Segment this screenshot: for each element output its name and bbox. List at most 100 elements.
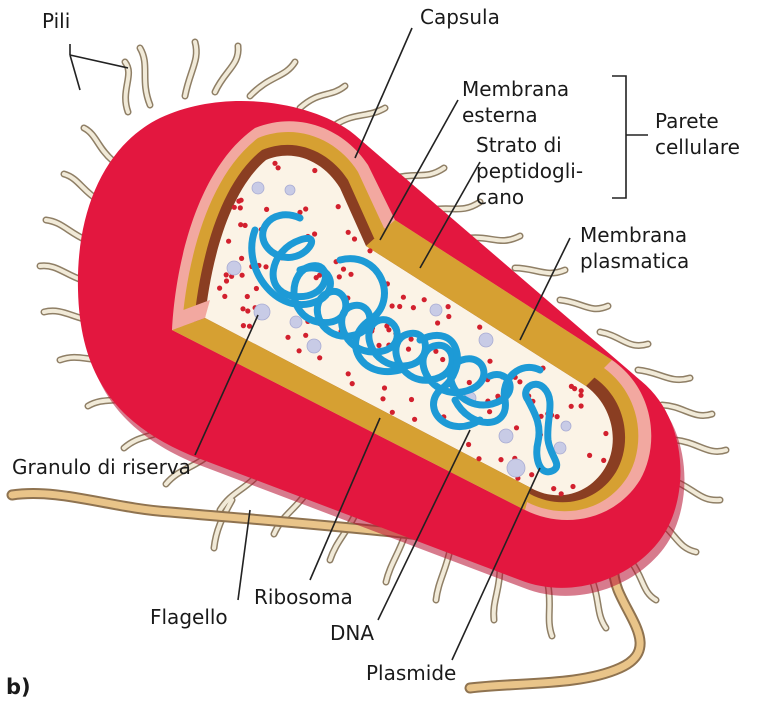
ribosome-dot: [303, 333, 308, 338]
ribosome-dot: [243, 223, 248, 228]
ribosome-dot: [376, 343, 381, 348]
ribosome-dot: [346, 230, 351, 235]
ribosome-dot: [559, 491, 564, 496]
granule: [285, 185, 295, 195]
ribosome-dot: [411, 305, 416, 310]
ribosome-dot: [422, 297, 427, 302]
ribosome-dot: [397, 304, 402, 309]
granule: [554, 442, 566, 454]
label-membrana-esterna-1: Membrana: [462, 77, 569, 101]
ribosome-dot: [390, 303, 395, 308]
pilus: [300, 86, 345, 108]
ribosome-dot: [276, 165, 281, 170]
label-parete-2: cellulare: [655, 135, 740, 159]
label-strato-1: Strato di: [476, 133, 562, 157]
ribosome-dot: [254, 286, 259, 291]
ribosome-dot: [222, 294, 227, 299]
ribosome-dot: [346, 371, 351, 376]
label-strato-2: peptidogli-: [476, 159, 583, 183]
pilus: [185, 42, 196, 96]
ribosome-dot: [487, 359, 492, 364]
ribosome-dot: [579, 403, 584, 408]
ribosome-dot: [587, 453, 592, 458]
leader-pili-2: [70, 55, 128, 68]
pilus: [84, 128, 112, 160]
ribosome-dot: [317, 355, 322, 360]
ribosome-dot: [569, 404, 574, 409]
leader-capsula: [355, 28, 412, 158]
label-pili: Pili: [42, 9, 70, 33]
granule: [307, 339, 321, 353]
leader-pili-1: [70, 55, 80, 90]
ribosome-dot: [466, 442, 471, 447]
ribosome-dot: [263, 264, 268, 269]
ribosome-dot: [241, 323, 246, 328]
ribosome-dot: [412, 417, 417, 422]
ribosome-dot: [603, 431, 608, 436]
ribosome-dot: [337, 274, 342, 279]
ribosome-dot: [240, 306, 245, 311]
panel-label: b): [6, 675, 31, 699]
label-plasmatica-2: plasmatica: [580, 249, 689, 273]
ribosome-dot: [435, 320, 440, 325]
ribosome-dot: [467, 380, 472, 385]
ribosome-dot: [498, 457, 503, 462]
ribosome-dot: [406, 347, 411, 352]
ribosome-dot: [312, 231, 317, 236]
ribosome-dot: [238, 205, 243, 210]
ribosome-dot: [409, 397, 414, 402]
ribosome-dot: [601, 458, 606, 463]
ribosome-dot: [336, 204, 341, 209]
ribosome-dot: [514, 425, 519, 430]
granule: [227, 261, 241, 275]
ribosome-dot: [272, 161, 277, 166]
ribosome-dot: [446, 304, 451, 309]
ribosome-dot: [382, 385, 387, 390]
pilus: [386, 535, 405, 582]
ribosome-dot: [517, 379, 522, 384]
ribosome-dot: [487, 409, 492, 414]
label-dna: DNA: [330, 621, 374, 645]
ribosome-dot: [551, 486, 556, 491]
bracket-parete: [612, 76, 626, 198]
ribosome-dot: [555, 414, 560, 419]
ribosome-dot: [446, 314, 451, 319]
granule: [561, 421, 571, 431]
ribosome-dot: [236, 199, 241, 204]
ribosome-dot: [390, 410, 395, 415]
ribosome-dot: [367, 248, 372, 253]
label-ribosoma: Ribosoma: [254, 585, 353, 609]
label-granulo: Granulo di riserva: [12, 455, 191, 479]
ribosome-dot: [239, 256, 244, 261]
ribosome-dot: [303, 206, 308, 211]
ribosome-dot: [570, 484, 575, 489]
ribosome-dot: [348, 272, 353, 277]
ribosome-dot: [232, 205, 237, 210]
granule: [507, 459, 525, 477]
ribosome-dot: [341, 267, 346, 272]
ribosome-dot: [245, 294, 250, 299]
granule: [290, 316, 302, 328]
pilus: [335, 108, 385, 125]
ribosome-dot: [350, 381, 355, 386]
ribosome-dot: [285, 335, 290, 340]
granule: [252, 182, 264, 194]
ribosome-dot: [529, 472, 534, 477]
label-plasmatica-1: Membrana: [580, 223, 687, 247]
label-flagello: Flagello: [150, 605, 228, 629]
ribosome-dot: [238, 222, 243, 227]
label-capsula: Capsula: [420, 5, 500, 29]
granule: [479, 333, 493, 347]
label-membrana-esterna-2: esterna: [462, 103, 538, 127]
ribosome-dot: [578, 393, 583, 398]
ribosome-dot: [477, 325, 482, 330]
ribosome-dot: [297, 348, 302, 353]
ribosome-dot: [240, 273, 245, 278]
ribosome-dot: [579, 388, 584, 393]
ribosome-dot: [224, 278, 229, 283]
granule: [430, 304, 442, 316]
ribosome-dot: [380, 396, 385, 401]
label-plasmide: Plasmide: [366, 661, 456, 685]
ribosome-dot: [440, 357, 445, 362]
